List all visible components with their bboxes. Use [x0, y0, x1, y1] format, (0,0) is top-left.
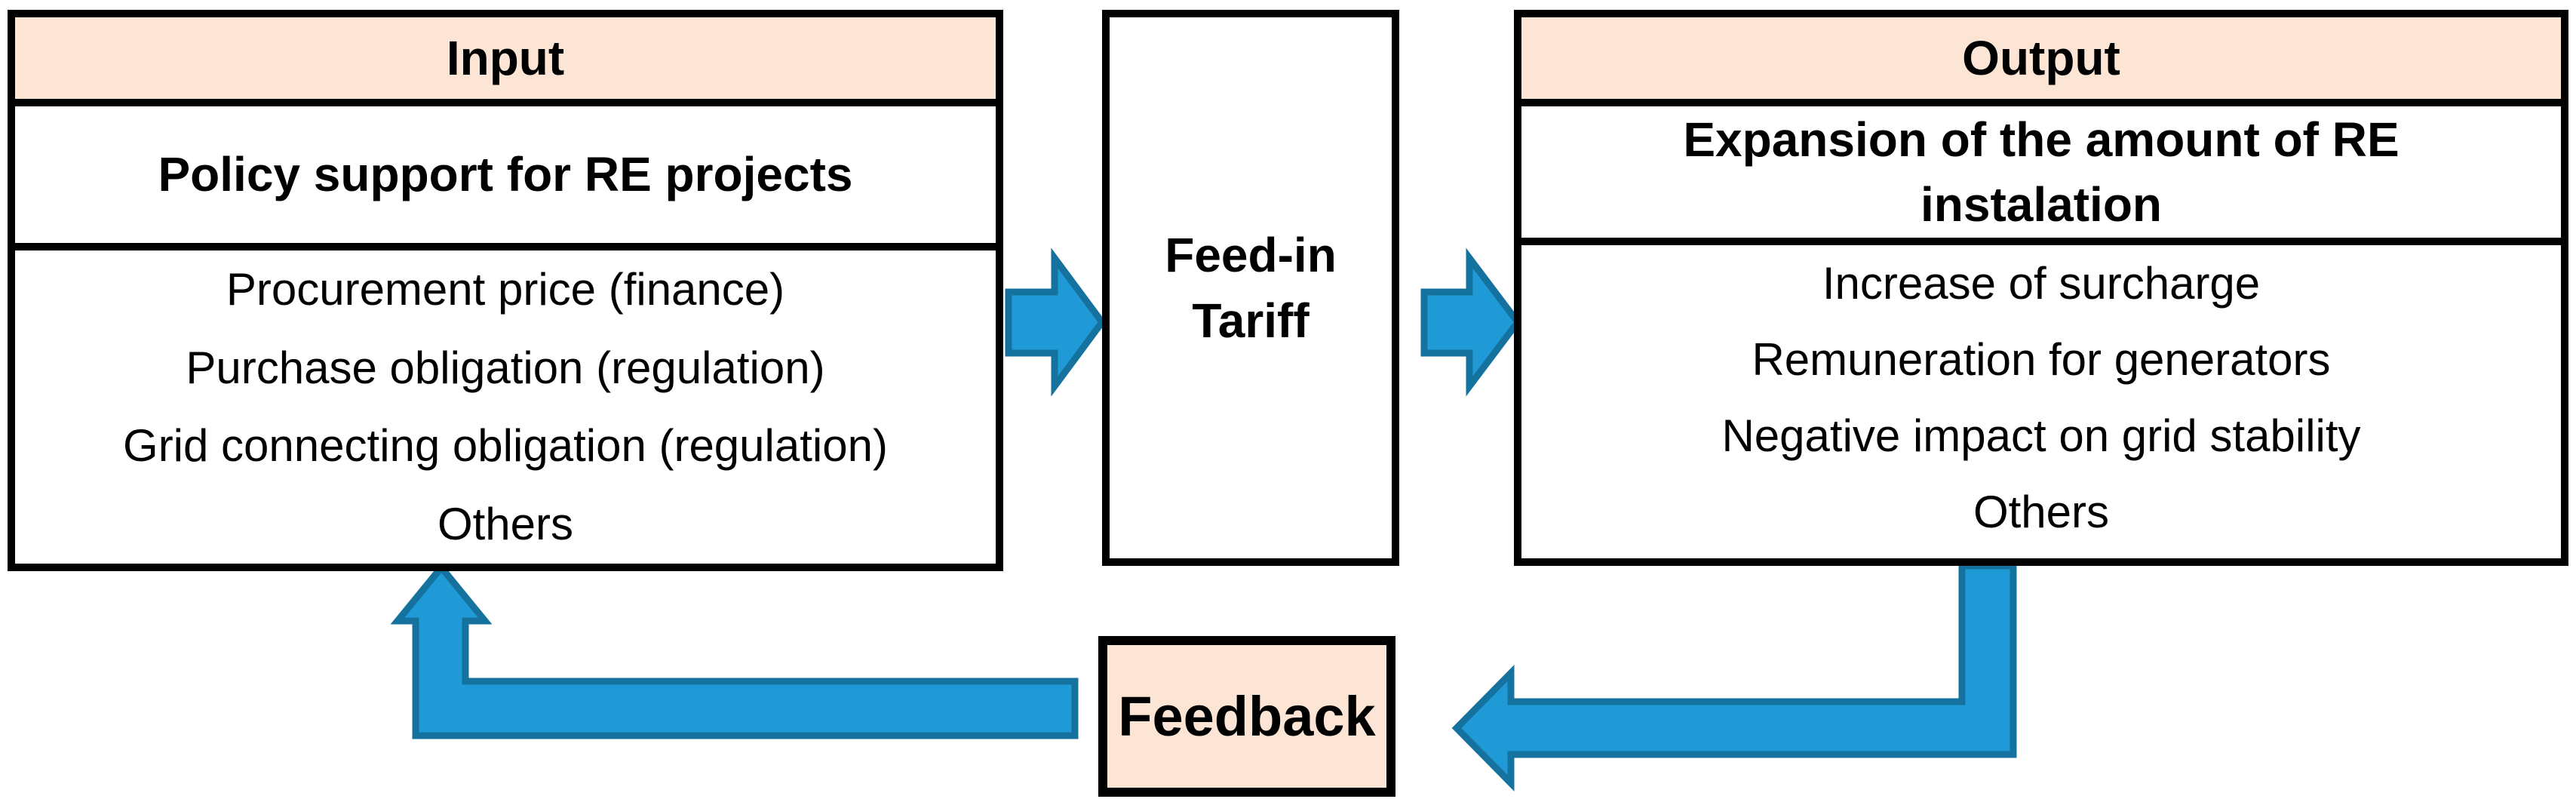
- feed-in-tariff-box: Feed-in Tariff: [1102, 10, 1399, 566]
- input-subtitle: Policy support for RE projects: [15, 106, 996, 250]
- input-item: Others: [437, 499, 574, 550]
- input-item: Grid connecting obligation (regulation): [123, 420, 888, 472]
- output-items: Increase of surcharge Remuneration for g…: [1521, 245, 2561, 551]
- input-header: Input: [15, 17, 996, 106]
- feedback-box: Feedback: [1098, 636, 1395, 797]
- feedback-label: Feedback: [1118, 685, 1376, 748]
- input-item: Procurement price (finance): [226, 263, 785, 315]
- output-item: Negative impact on grid stability: [1721, 410, 2361, 462]
- feed-in-tariff-label-line1: Feed-in: [1165, 228, 1337, 283]
- input-header-label: Input: [446, 31, 565, 85]
- feed-in-tariff-label-line2: Tariff: [1192, 293, 1309, 348]
- arrow-tariff-to-output-icon: [1420, 247, 1522, 397]
- arrow-feedback-to-input-icon: [390, 561, 1079, 739]
- arrow-input-to-tariff-icon: [1005, 247, 1107, 397]
- output-subtitle: Expansion of the amount of RE instalatio…: [1521, 106, 2561, 245]
- output-subtitle-line2: instalation: [1920, 177, 2163, 232]
- output-item: Remuneration for generators: [1752, 333, 2331, 385]
- output-item: Increase of surcharge: [1822, 257, 2261, 309]
- output-subtitle-line1: Expansion of the amount of RE: [1683, 112, 2399, 167]
- output-header: Output: [1521, 17, 2561, 106]
- output-box: Output Expansion of the amount of RE ins…: [1514, 10, 2568, 566]
- input-subtitle-label: Policy support for RE projects: [158, 147, 853, 202]
- input-box: Input Policy support for RE projects Pro…: [8, 10, 1003, 571]
- input-items: Procurement price (finance) Purchase obl…: [15, 250, 996, 564]
- input-item: Purchase obligation (regulation): [186, 342, 825, 393]
- output-header-label: Output: [1962, 31, 2120, 85]
- arrow-output-to-feedback-icon: [1451, 562, 2017, 791]
- output-item: Others: [1973, 487, 2110, 538]
